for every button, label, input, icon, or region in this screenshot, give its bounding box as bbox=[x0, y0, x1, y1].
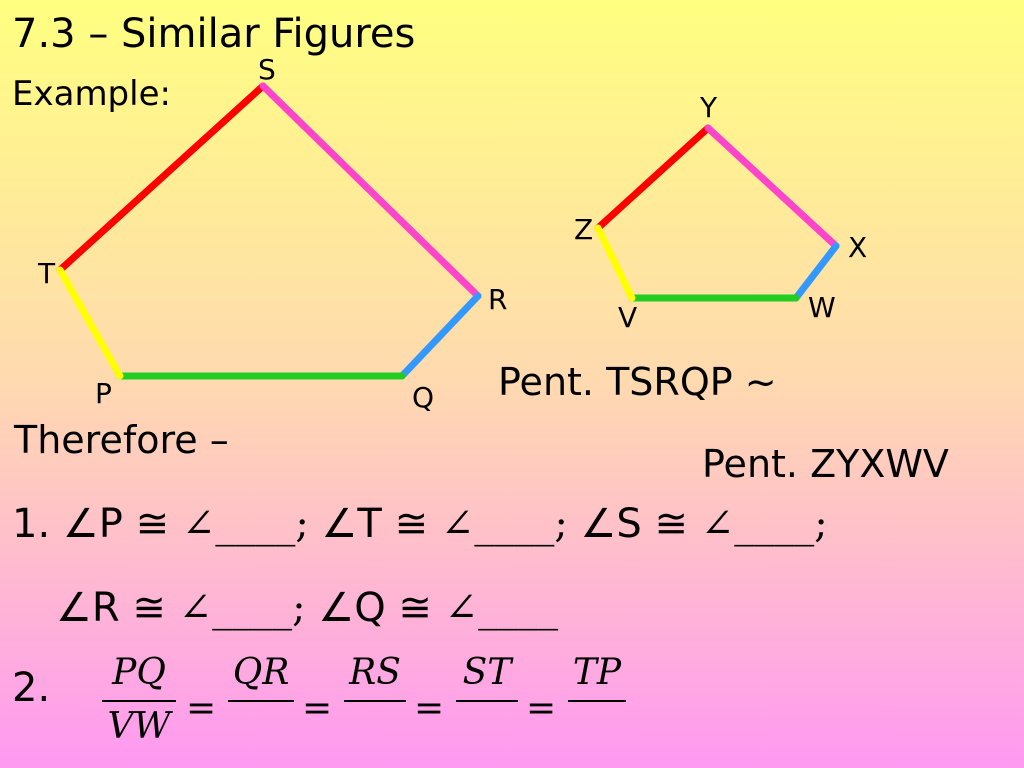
vertex-label-Z: Z bbox=[574, 213, 594, 246]
denominator-blank bbox=[568, 706, 626, 748]
similarity-statement-line2: Pent. ZYXWV bbox=[702, 442, 949, 486]
vertex-label-Y: Y bbox=[700, 91, 718, 124]
edge-PT bbox=[56, 266, 124, 380]
numerator: QR bbox=[232, 652, 290, 693]
answer-blank: ∠____ bbox=[444, 585, 559, 631]
vertex-label-P: P bbox=[95, 377, 112, 410]
item-number-2: 2. bbox=[12, 665, 51, 711]
vertex-label-X: X bbox=[848, 231, 868, 264]
vertex-label-Q: Q bbox=[412, 381, 435, 414]
numerator: ST bbox=[462, 652, 512, 693]
congruent-symbol: ≅ bbox=[135, 501, 170, 547]
answer-blank: ∠____; bbox=[700, 501, 828, 547]
angle-T: ∠T bbox=[321, 501, 382, 547]
edge-RQ bbox=[398, 292, 482, 380]
congruent-symbol: ≅ bbox=[398, 585, 432, 631]
fraction-bar bbox=[102, 700, 176, 702]
fraction-bar bbox=[344, 700, 406, 702]
edge-ZY bbox=[594, 124, 712, 232]
denominator-blank bbox=[456, 706, 518, 748]
example-label: Example: bbox=[12, 74, 171, 114]
slide-title: 7.3 – Similar Figures bbox=[12, 11, 416, 57]
fraction-bar bbox=[228, 700, 294, 702]
vertex-label-V: V bbox=[618, 301, 638, 334]
angle-S: ∠S bbox=[580, 501, 642, 547]
answer-blank: ∠____; bbox=[181, 501, 309, 547]
numerator: RS bbox=[349, 652, 401, 693]
congruent-symbol: ≅ bbox=[394, 501, 429, 547]
answer-blank: ∠____; bbox=[178, 585, 306, 631]
numerator: PQ bbox=[112, 652, 166, 693]
vertex-label-S: S bbox=[258, 53, 276, 86]
edge-TS bbox=[56, 82, 267, 274]
vertex-label-W: W bbox=[808, 291, 836, 324]
edge-XW bbox=[792, 242, 840, 302]
equals-sign: = bbox=[526, 688, 557, 729]
denominator-blank bbox=[228, 706, 294, 748]
vertex-label-R: R bbox=[488, 283, 508, 316]
fraction-TP: TP bbox=[568, 652, 626, 748]
fraction-bar bbox=[568, 700, 626, 702]
angle-Q: ∠Q bbox=[318, 585, 386, 631]
congruence-row-2: ∠R ≅ ∠____; ∠Q ≅ ∠____ bbox=[56, 580, 558, 636]
congruent-symbol: ≅ bbox=[132, 585, 166, 631]
angle-P: ∠P bbox=[62, 501, 123, 547]
congruence-row-1: 1. ∠P ≅ ∠____; ∠T ≅ ∠____; ∠S ≅ ∠____; bbox=[12, 496, 828, 552]
fraction-bar bbox=[456, 700, 518, 702]
item-number-1: 1. bbox=[12, 501, 51, 547]
equals-sign: = bbox=[186, 688, 217, 729]
answer-blank: ∠____; bbox=[440, 501, 568, 547]
therefore-heading: Therefore – bbox=[14, 418, 229, 462]
fraction-RS: RS bbox=[344, 652, 406, 748]
edge-VZ bbox=[594, 224, 636, 302]
similarity-statement-line1: Pent. TSRQP ~ bbox=[498, 360, 777, 404]
denominator-blank bbox=[344, 706, 406, 748]
fraction-ST: ST bbox=[456, 652, 518, 748]
congruent-symbol: ≅ bbox=[654, 501, 688, 547]
fraction-QR: QR bbox=[228, 652, 294, 748]
angle-R: ∠R bbox=[56, 585, 120, 631]
edge-SR bbox=[259, 82, 482, 300]
fraction-PQ-VW: PQ VW bbox=[102, 652, 176, 748]
equals-sign: = bbox=[414, 688, 445, 729]
edge-YX bbox=[704, 124, 840, 250]
equals-sign: = bbox=[302, 688, 333, 729]
denominator: VW bbox=[107, 706, 171, 747]
vertex-label-T: T bbox=[38, 257, 56, 290]
numerator: TP bbox=[572, 652, 622, 693]
